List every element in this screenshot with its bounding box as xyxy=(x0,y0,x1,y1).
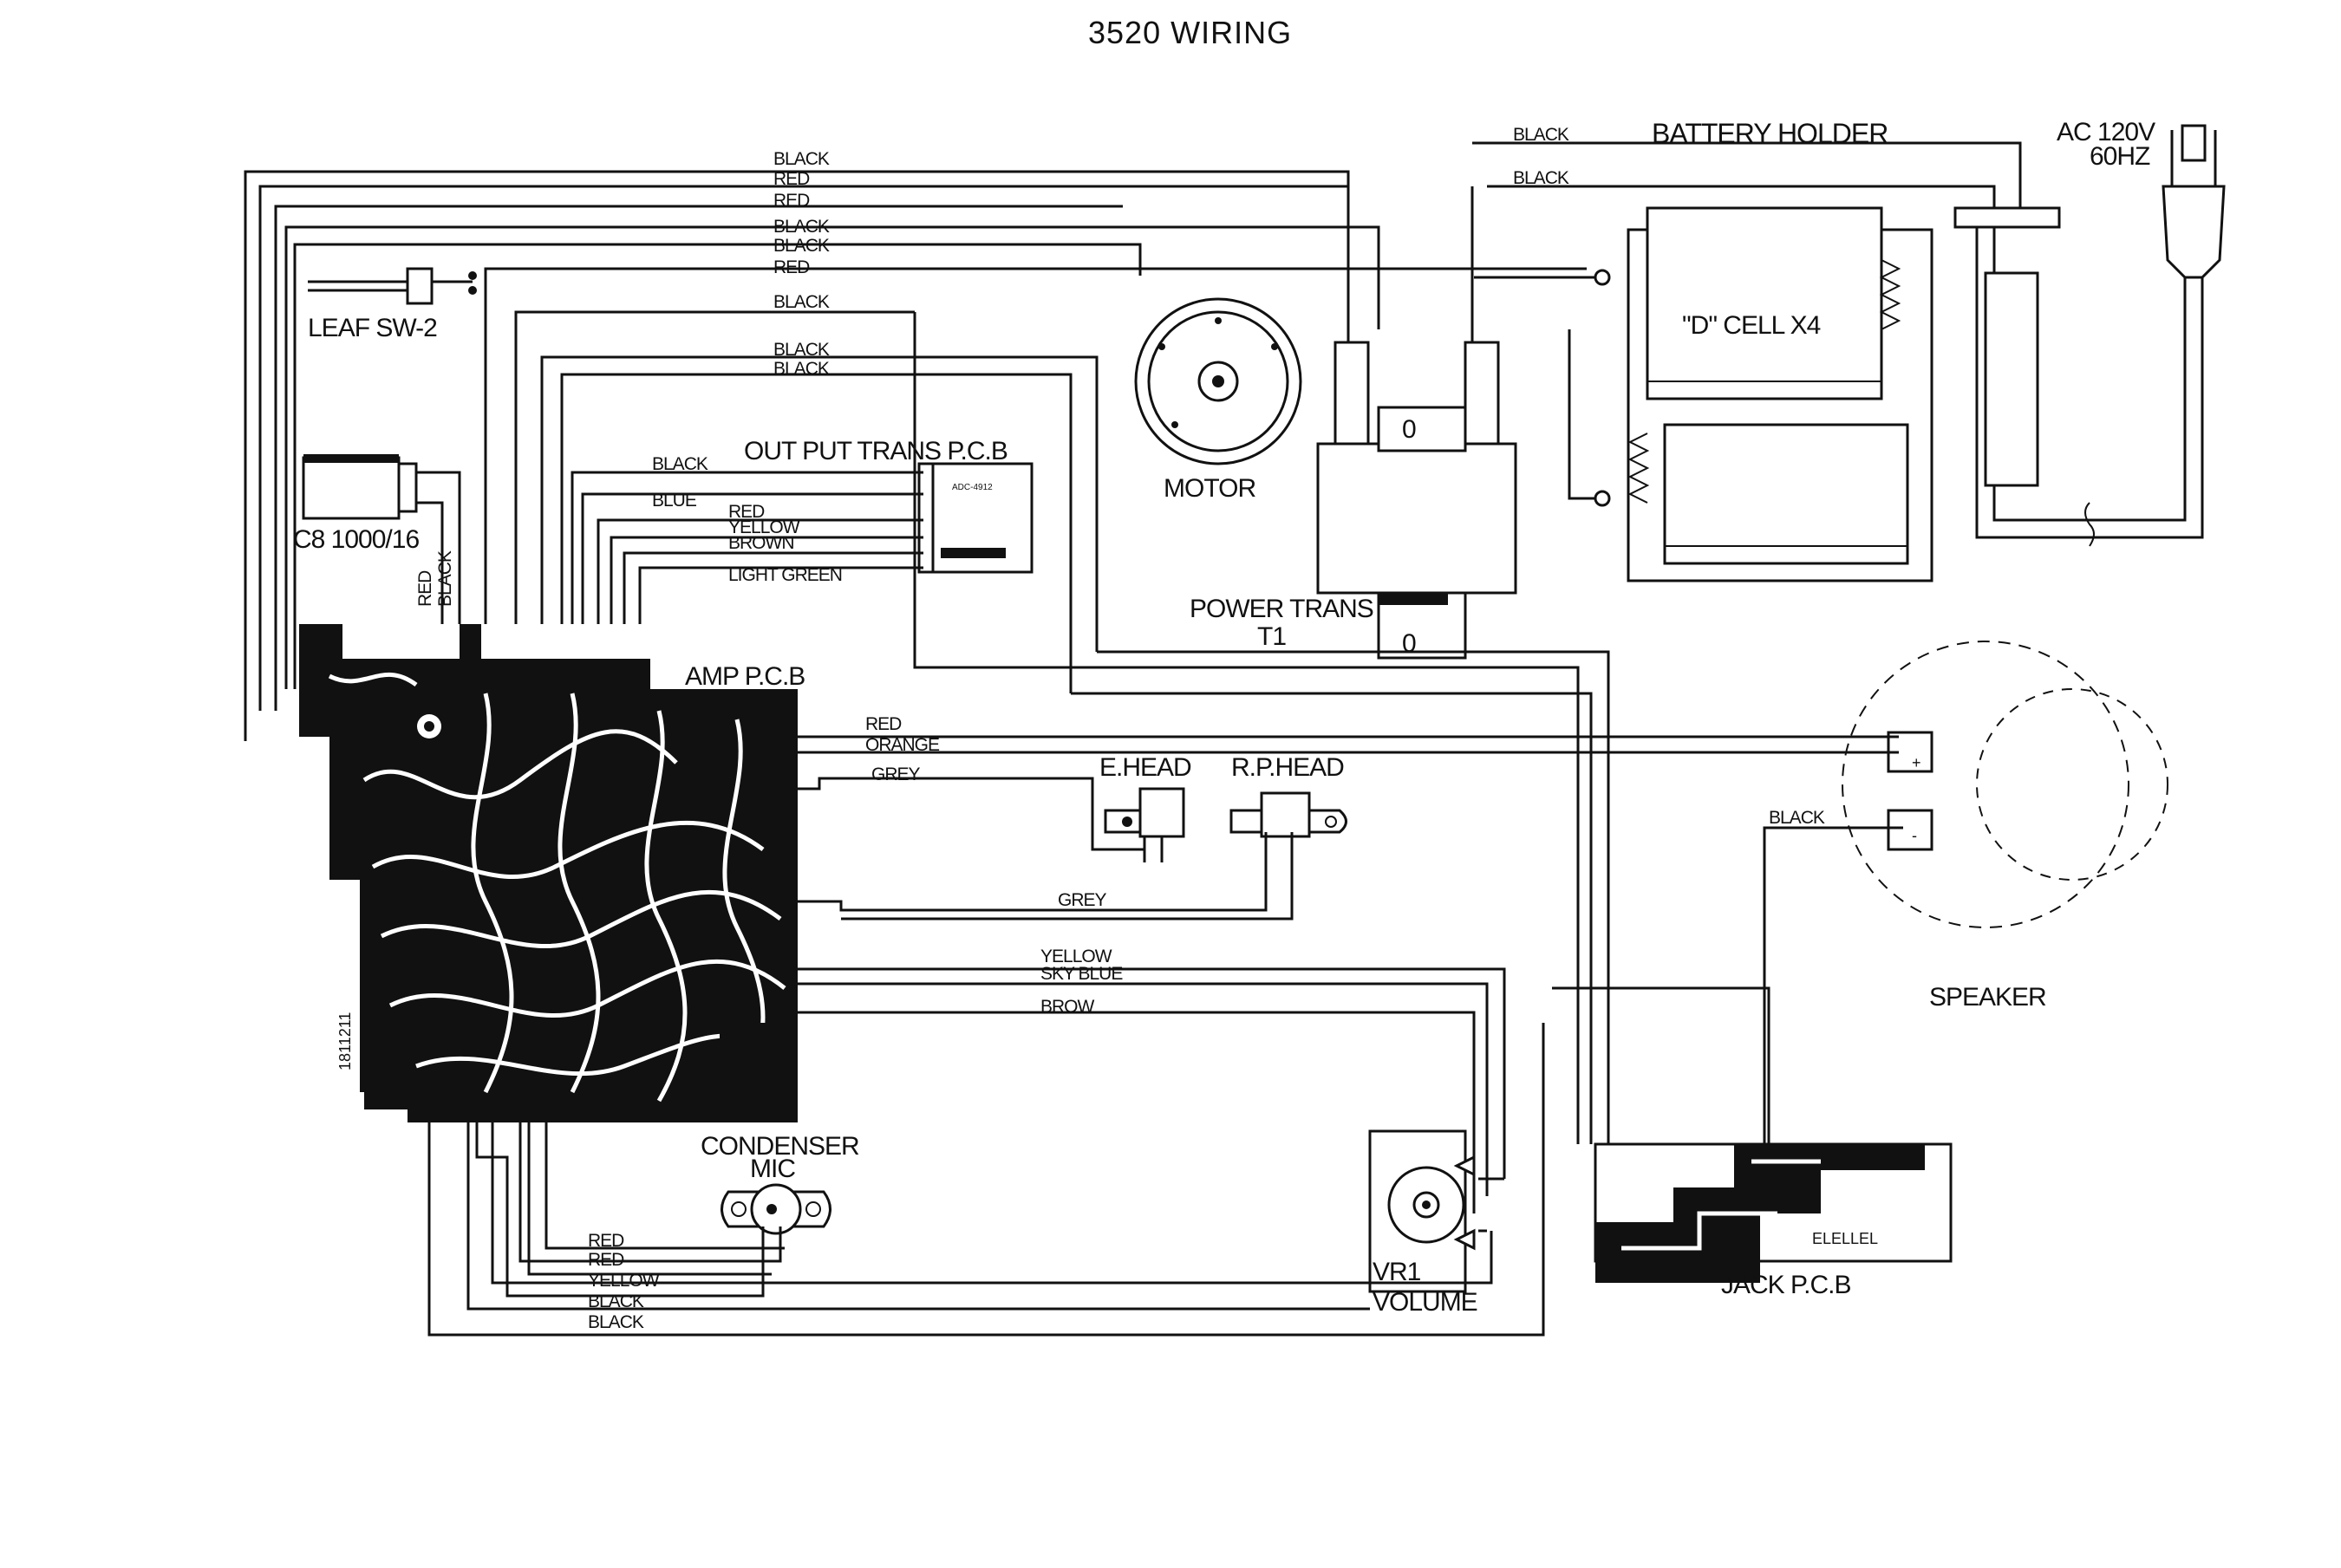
wire-label: RED xyxy=(865,714,902,734)
wire-label: YELLOW xyxy=(588,1271,660,1291)
speaker-terminal-minus: - xyxy=(1912,827,1917,844)
mic-label-line2: MIC xyxy=(750,1155,795,1183)
wire-label: BLACK xyxy=(773,359,830,379)
wire-label: GREY xyxy=(1058,890,1107,910)
wire-label: BROW xyxy=(1040,997,1095,1017)
top-wire-bundle xyxy=(244,141,2022,741)
ac-label-line2: 60HZ xyxy=(2090,142,2150,171)
wire-label: BLACK xyxy=(773,149,830,169)
volume-pot: VR1 VOLUME xyxy=(1368,1129,1504,1317)
jack-wires: YELLOW SKY BLUE BROW xyxy=(798,312,1770,1213)
wire-label: RED xyxy=(415,570,435,607)
motor: MOTOR xyxy=(1134,297,1302,503)
jack-pcb: ELELLEL JACK P.C.B xyxy=(1594,1142,1953,1299)
ac-label-line1: AC 120V xyxy=(2057,118,2155,146)
battery-cells-label: "D" CELL X4 xyxy=(1682,311,1821,340)
battery-holder: BATTERY HOLDER "D" CELL X4 xyxy=(1474,118,1933,582)
wire-label: GREY xyxy=(871,764,921,784)
e-head: E.HEAD GREY xyxy=(798,753,1192,862)
diagram-title: 3520 WIRING xyxy=(1088,15,1292,50)
volume-label: VOLUME xyxy=(1373,1288,1477,1317)
wire-label: BLACK xyxy=(1513,168,1569,188)
wire-label: RED xyxy=(728,502,765,522)
wire-label: BLUE xyxy=(652,491,697,511)
capacitor-c8: C8 1000/16 RED BLACK xyxy=(293,454,461,624)
wire-label: BLACK xyxy=(773,236,830,256)
power-trans-ref: T1 xyxy=(1257,622,1286,651)
capacitor-label: C8 1000/16 xyxy=(293,525,419,554)
battery-holder-label: BATTERY HOLDER xyxy=(1652,118,1888,149)
speaker-terminal-plus: + xyxy=(1912,754,1921,771)
e-head-label: E.HEAD xyxy=(1099,753,1191,782)
power-trans-mark: 0 xyxy=(1402,629,1416,658)
wire-label: YELLOW xyxy=(1040,947,1112,966)
jack-pcb-label: JACK P.C.B xyxy=(1721,1271,1851,1299)
wire-label: BLACK xyxy=(773,292,830,312)
power-trans-label: POWER TRANS xyxy=(1190,595,1373,623)
output-trans-label: OUT PUT TRANS P.C.B xyxy=(744,437,1007,465)
speaker: + - SPEAKER RED ORANGE BLACK xyxy=(798,641,2168,1144)
top-wire-labels: BLACK RED RED BLACK BLACK RED BLACK BLAC… xyxy=(773,125,1570,379)
wire-label: BLACK xyxy=(773,340,830,360)
amp-pcb: 1811211 1811211 AMP P.C.B xyxy=(299,624,805,1122)
rp-head: R.P.HEAD GREY xyxy=(798,753,1347,921)
amp-pcb-code: 1811211 xyxy=(336,1012,354,1070)
speaker-label: SPEAKER xyxy=(1929,983,2046,1012)
wire-label: BLACK xyxy=(588,1291,644,1311)
wire-label: BLACK xyxy=(1769,808,1825,828)
wire-label: RED xyxy=(588,1231,624,1251)
output-trans-pcb: ADC-4912 OUT PUT TRANS P.C.B BLACK BLUE … xyxy=(571,437,1034,624)
condenser-mic: CONDENSER MIC xyxy=(701,1132,860,1235)
wire-label: RED xyxy=(773,191,810,211)
jack-pcb-code: ELELLEL xyxy=(1812,1230,1878,1247)
leaf-switch: LEAF SW-2 xyxy=(308,267,477,342)
rp-head-label: R.P.HEAD xyxy=(1231,753,1344,782)
wire-label: BROWN xyxy=(728,533,794,553)
wire-label: RED xyxy=(588,1250,624,1270)
motor-label: MOTOR xyxy=(1164,474,1255,503)
wire-label: YELLOW xyxy=(728,517,800,537)
bottom-wires: RED RED YELLOW BLACK BLACK xyxy=(427,1023,1545,1337)
wire-label: ORANGE xyxy=(865,735,940,755)
wire-label: RED xyxy=(773,169,810,189)
leaf-switch-label: LEAF SW-2 xyxy=(308,314,437,342)
wire-label: RED xyxy=(773,257,810,277)
wire-label: LIGHT GREEN xyxy=(728,565,842,585)
amp-pcb-label: AMP P.C.B xyxy=(685,662,805,691)
wire-label: SKY BLUE xyxy=(1040,964,1123,984)
wire-label: BLACK xyxy=(588,1312,644,1332)
output-trans-code: ADC-4912 xyxy=(952,483,993,492)
wire-label: BLACK xyxy=(1513,125,1569,145)
ac-plug: AC 120V 60HZ xyxy=(1953,118,2226,547)
amp-pcb-code: 1811211 xyxy=(327,1017,344,1075)
mic-label-line1: CONDENSER xyxy=(701,1132,859,1161)
power-trans-mark: 0 xyxy=(1402,415,1416,444)
wire-label: BLACK xyxy=(773,217,830,237)
wire-label: BLACK xyxy=(435,550,455,607)
wire-label: BLACK xyxy=(652,454,708,474)
